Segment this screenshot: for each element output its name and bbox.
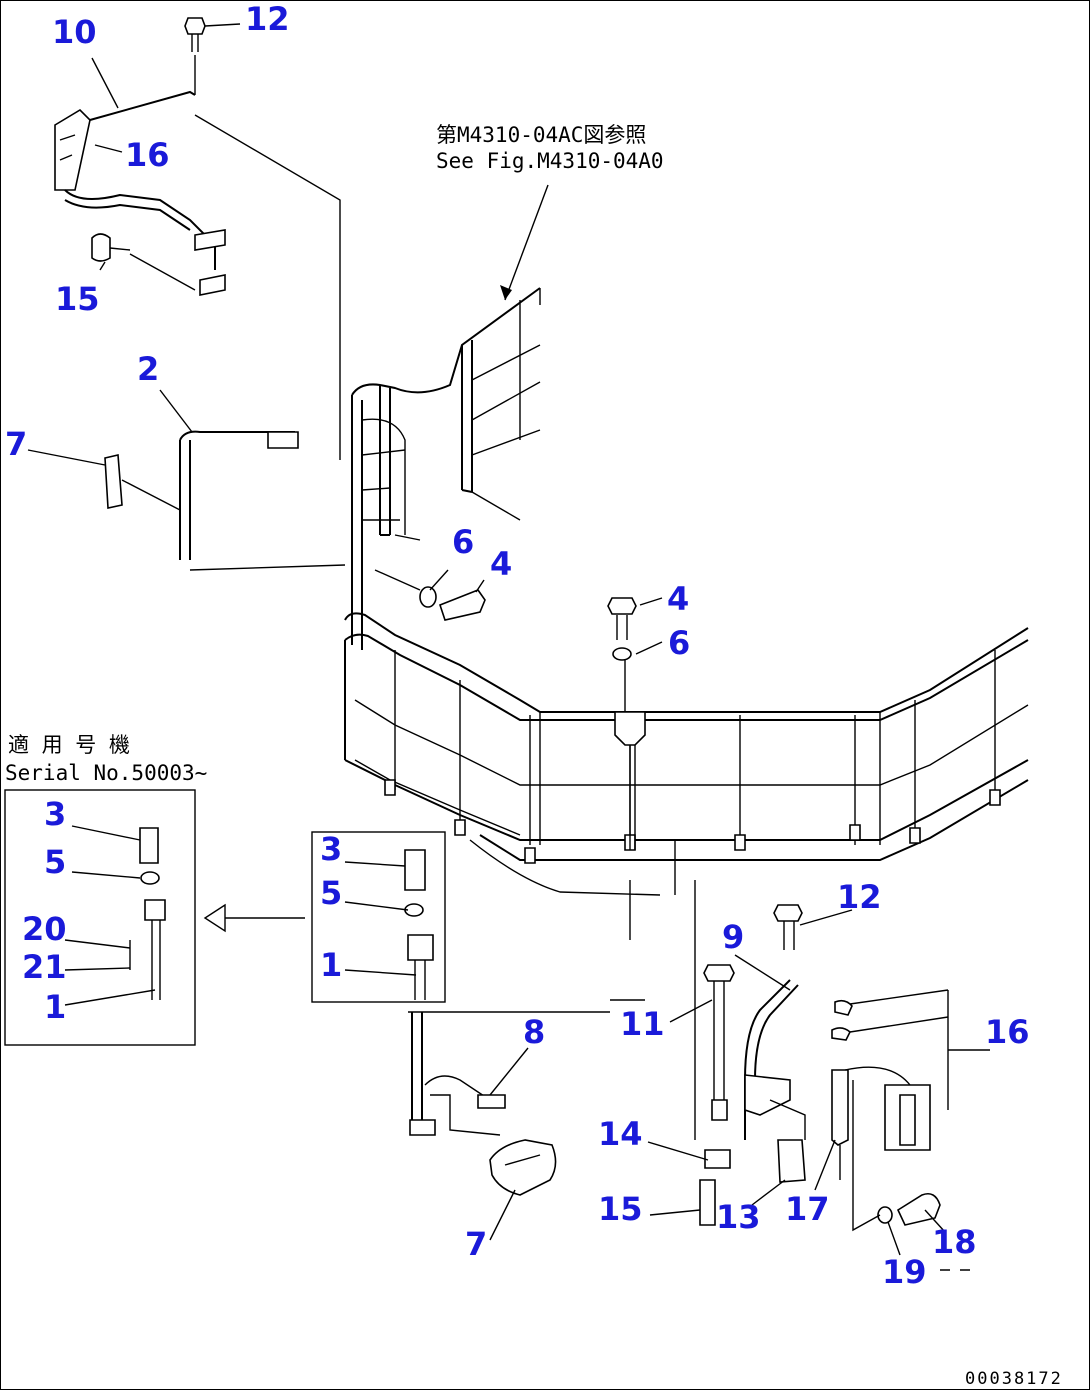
callout-3: 3	[320, 830, 342, 868]
callout-9: 9	[722, 918, 744, 956]
callout-5: 5	[320, 874, 342, 912]
callout-13: 13	[716, 1198, 761, 1236]
callout-16: 16	[985, 1013, 1030, 1051]
callout-2: 2	[137, 350, 159, 388]
callout-6: 6	[452, 523, 474, 561]
callout-18: 18	[932, 1223, 977, 1261]
right-lower-assembly	[694, 880, 990, 1271]
callout-4: 4	[490, 545, 512, 583]
bolt-4-washer-6-lower	[607, 597, 637, 661]
callout-8: 8	[523, 1013, 545, 1051]
callout-21: 21	[22, 948, 67, 986]
serial-inset	[4, 789, 196, 1046]
callout-10: 10	[52, 13, 97, 51]
callout-14: 14	[598, 1115, 643, 1153]
callout-7: 7	[465, 1225, 487, 1263]
callout-12: 12	[837, 878, 882, 916]
reference-note-en: See Fig.M4310-04A0	[436, 149, 664, 173]
serial-note-en: Serial No.50003~	[5, 761, 207, 785]
center-inset	[311, 831, 446, 1003]
callout-3: 3	[44, 795, 66, 833]
callout-16: 16	[125, 136, 170, 174]
callout-4: 4	[667, 580, 689, 618]
top-left-assembly	[54, 17, 341, 460]
callout-6: 6	[668, 624, 690, 662]
callout-15: 15	[55, 280, 100, 318]
callout-11: 11	[620, 1005, 665, 1043]
leader-lines	[27, 23, 946, 1256]
arrowhead-icon	[500, 285, 512, 300]
inset-arrow	[203, 903, 305, 933]
lower-center-assembly	[408, 1011, 610, 1196]
bracket-2-assembly	[104, 430, 346, 571]
callout-1: 1	[320, 946, 342, 984]
callout-numbers: 10 12 16 15 2 7 6 4 4 6 3 5 20 21 1 3 5 …	[5, 0, 1030, 1291]
railing-structure	[344, 287, 1029, 940]
callout-19: 19	[882, 1253, 927, 1291]
callout-1: 1	[44, 988, 66, 1026]
reference-leader	[504, 184, 549, 301]
callout-17: 17	[785, 1190, 830, 1228]
callout-5: 5	[44, 843, 66, 881]
callout-12: 12	[245, 0, 290, 38]
serial-note-jp: 適 用 号 機	[8, 733, 130, 757]
drawing-number: 00038172	[965, 1369, 1063, 1389]
callout-7: 7	[5, 425, 27, 463]
bolt-4-washer-6-upper	[374, 569, 486, 621]
callout-15: 15	[598, 1190, 643, 1228]
reference-note-jp: 第M4310-04AC図参照	[436, 123, 646, 147]
callout-20: 20	[22, 910, 67, 948]
